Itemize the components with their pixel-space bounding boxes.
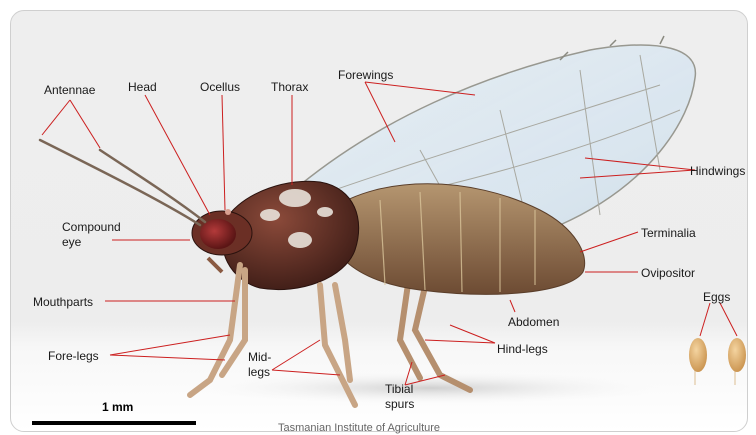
- ocellus-shape: [225, 209, 231, 215]
- mouthparts-shape: [208, 258, 222, 272]
- label-ocellus: Ocellus: [200, 80, 240, 94]
- label-fore-legs: Fore-legs: [48, 349, 99, 363]
- label-mouthparts: Mouthparts: [33, 295, 93, 309]
- image-credit: Tasmanian Institute of Agriculture: [278, 422, 440, 434]
- eggs-shape: [689, 338, 746, 385]
- label-hind-legs: Hind-legs: [497, 342, 548, 356]
- label-eggs: Eggs: [703, 290, 730, 304]
- label-mid-legs-line1: Mid-: [248, 350, 271, 364]
- label-antennae: Antennae: [44, 83, 95, 97]
- label-thorax: Thorax: [271, 80, 308, 94]
- label-terminalia: Terminalia: [641, 226, 696, 240]
- label-head: Head: [128, 80, 157, 94]
- label-forewings: Forewings: [338, 68, 393, 82]
- label-compound-eye-line1: Compound: [62, 220, 121, 234]
- label-tibial-spurs-line1: Tibial: [385, 382, 413, 396]
- label-abdomen: Abdomen: [508, 315, 559, 329]
- scale-bar-label: 1 mm: [102, 400, 133, 414]
- label-ovipositor: Ovipositor: [641, 266, 695, 280]
- label-mid-legs-line2: legs: [248, 365, 270, 379]
- label-hindwings: Hindwings: [690, 164, 745, 178]
- compound-eye-shape: [200, 219, 236, 249]
- antennae-shape: [40, 140, 205, 225]
- label-tibial-spurs-line2: spurs: [385, 397, 414, 411]
- label-compound-eye-line2: eye: [62, 235, 81, 249]
